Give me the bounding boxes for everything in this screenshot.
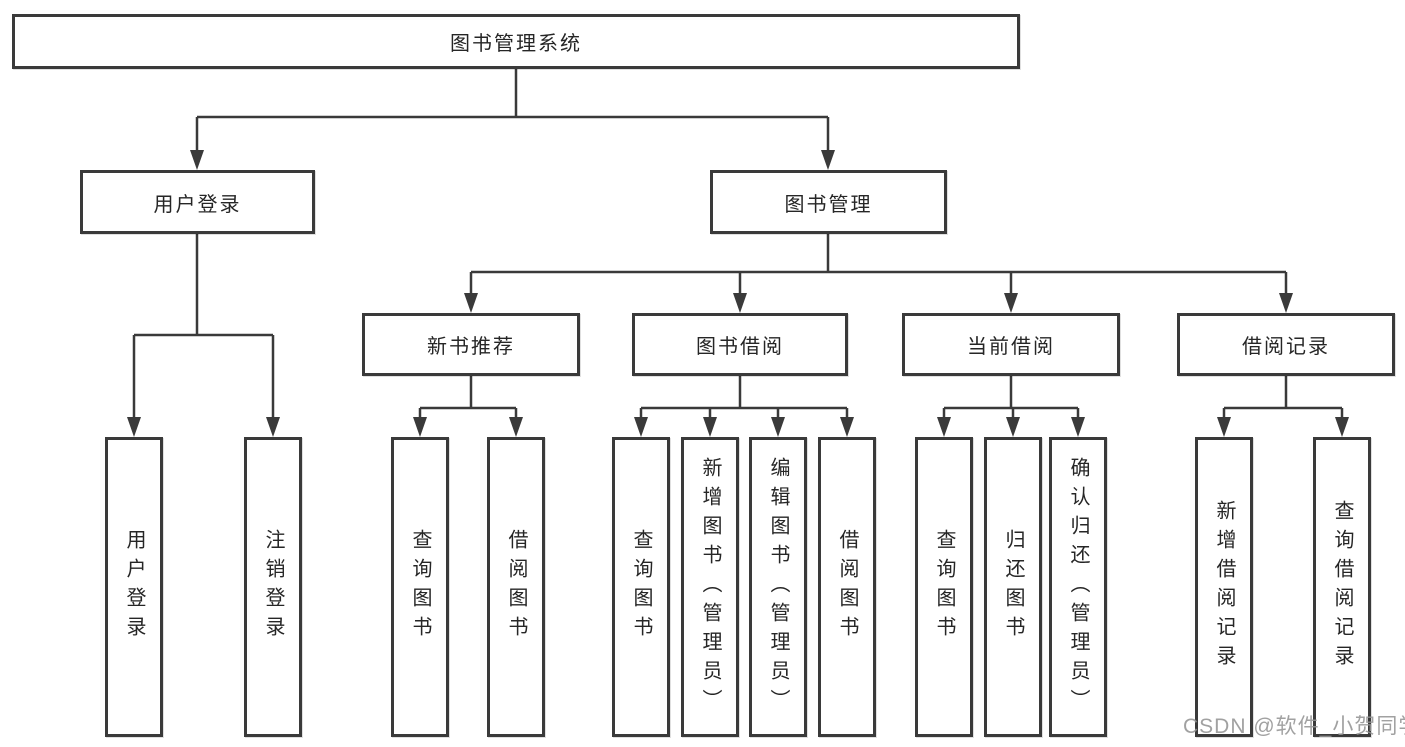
arrowhead xyxy=(127,417,141,437)
node-borrow-records-label: 借阅记录 xyxy=(1242,336,1330,358)
connector-current-borrow xyxy=(942,376,1080,419)
leaf-user-login: 用户登录 xyxy=(105,437,163,737)
arrowhead xyxy=(266,417,280,437)
arrowhead xyxy=(1071,417,1085,437)
arrowhead xyxy=(464,293,478,313)
connector-new-books xyxy=(418,376,518,419)
leaf-query-books-2: 查询图书 xyxy=(612,437,670,737)
leaf-edit-books-admin-label: 编辑图书（管理员） xyxy=(767,456,789,718)
arrowhead xyxy=(509,417,523,437)
leaf-query-books-1-label: 查询图书 xyxy=(409,529,431,645)
node-user-login-label: 用户登录 xyxy=(153,193,242,216)
leaf-confirm-return-admin-label: 确认归还（管理员） xyxy=(1067,456,1089,718)
connector-root xyxy=(195,69,830,152)
leaf-logout-label: 注销登录 xyxy=(262,529,284,645)
arrowhead xyxy=(1004,293,1018,313)
leaf-query-books-3-label: 查询图书 xyxy=(933,529,955,645)
connector-borrow-records xyxy=(1222,376,1344,419)
leaf-query-books-2-label: 查询图书 xyxy=(630,529,652,645)
node-book-borrow-label: 图书借阅 xyxy=(696,336,784,358)
node-new-book-recommend-label: 新书推荐 xyxy=(427,336,515,358)
leaf-query-books-1: 查询图书 xyxy=(391,437,449,737)
arrowhead xyxy=(937,417,951,437)
arrowhead xyxy=(771,417,785,437)
leaf-add-books-admin: 新增图书（管理员） xyxy=(681,437,739,737)
leaf-add-books-admin-label: 新增图书（管理员） xyxy=(699,456,721,718)
arrowhead xyxy=(703,417,717,437)
leaf-query-books-3: 查询图书 xyxy=(915,437,973,737)
node-current-borrow: 当前借阅 xyxy=(902,313,1120,376)
leaf-return-books: 归还图书 xyxy=(984,437,1042,737)
node-current-borrow-label: 当前借阅 xyxy=(967,336,1055,358)
leaf-user-login-label: 用户登录 xyxy=(123,529,145,645)
leaf-borrow-books-2-label: 借阅图书 xyxy=(836,529,858,645)
connector-book-mgmt xyxy=(469,234,1288,295)
leaf-edit-books-admin: 编辑图书（管理员） xyxy=(749,437,807,737)
node-book-management-label: 图书管理 xyxy=(784,193,873,216)
node-user-login: 用户登录 xyxy=(80,170,315,234)
arrowhead xyxy=(1006,417,1020,437)
node-new-book-recommend: 新书推荐 xyxy=(362,313,580,376)
leaf-confirm-return-admin: 确认归还（管理员） xyxy=(1049,437,1107,737)
arrowhead xyxy=(190,150,204,170)
leaf-return-books-label: 归还图书 xyxy=(1002,529,1024,645)
node-root: 图书管理系统 xyxy=(12,14,1020,69)
node-book-management: 图书管理 xyxy=(710,170,947,234)
arrowhead xyxy=(733,293,747,313)
arrowhead xyxy=(821,150,835,170)
leaf-query-borrow-record: 查询借阅记录 xyxy=(1313,437,1371,737)
leaf-add-borrow-record-label: 新增借阅记录 xyxy=(1213,500,1235,674)
leaf-logout: 注销登录 xyxy=(244,437,302,737)
leaf-add-borrow-record: 新增借阅记录 xyxy=(1195,437,1253,737)
node-borrow-records: 借阅记录 xyxy=(1177,313,1395,376)
connector-user-login xyxy=(132,234,275,419)
arrowhead xyxy=(634,417,648,437)
arrowhead xyxy=(840,417,854,437)
node-book-borrow: 图书借阅 xyxy=(632,313,848,376)
arrowhead xyxy=(1279,293,1293,313)
arrowhead xyxy=(1217,417,1231,437)
connector-book-borrow xyxy=(639,376,849,419)
leaf-borrow-books-1-label: 借阅图书 xyxy=(505,529,527,645)
leaf-borrow-books-1: 借阅图书 xyxy=(487,437,545,737)
arrowhead xyxy=(413,417,427,437)
csdn-watermark: CSDN @软件_小贺同学 xyxy=(1183,715,1405,738)
leaf-borrow-books-2: 借阅图书 xyxy=(818,437,876,737)
leaf-query-borrow-record-label: 查询借阅记录 xyxy=(1331,500,1353,674)
arrowhead xyxy=(1335,417,1349,437)
node-root-label: 图书管理系统 xyxy=(450,33,582,55)
